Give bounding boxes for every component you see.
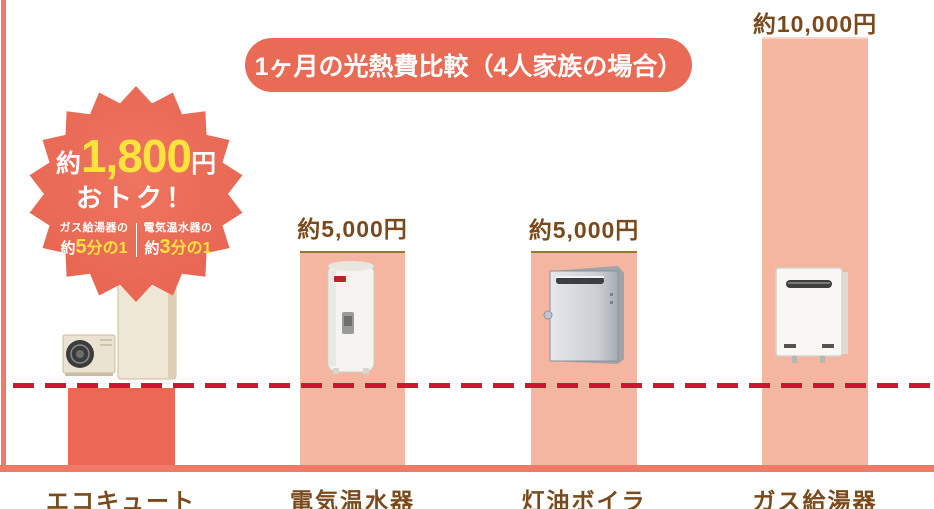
ecocute-product-image <box>62 279 177 380</box>
category-label-kerosene: 灯油ボイラー <box>521 488 647 509</box>
fraction-vs-electric-rest: 分の1 <box>170 240 212 257</box>
x-axis-baseline <box>0 465 934 472</box>
savings-badge-text: 約 1,800 円 おトク！ ガス給湯器の 約 5 分の1 電気温水器の <box>28 86 244 302</box>
electric-water-heater-product-image <box>327 261 375 374</box>
fraction-vs-gas-caption: ガス給湯器の <box>59 222 129 234</box>
fraction-vs-electric-yaku: 約 <box>144 240 160 257</box>
fraction-vs-gas-yaku: 約 <box>60 240 76 257</box>
kerosene-boiler-product-image <box>543 266 624 364</box>
savings-prefix: 約 <box>55 150 81 178</box>
gas-water-heater-product-image <box>775 267 848 363</box>
chart-title: 1ヶ月の光熱費比較（4人家族の場合） <box>245 38 692 92</box>
category-label-ecocute: エコキュート <box>46 488 196 509</box>
savings-otoku-text: おトク！ <box>75 183 196 213</box>
fraction-vs-electric-caption: 電気温水器の <box>143 222 213 234</box>
savings-badge: 約 1,800 円 おトク！ ガス給湯器の 約 5 分の1 電気温水器の <box>28 86 244 302</box>
fraction-vs-gas-rest: 分の1 <box>86 240 128 257</box>
savings-suffix: 円 <box>191 150 217 178</box>
category-label-gas: ガス給湯器 <box>752 488 878 509</box>
savings-fractions: ガス給湯器の 約 5 分の1 電気温水器の 約 3 分の1 <box>53 223 220 257</box>
y-axis-line <box>1 0 6 472</box>
fraction-vs-gas: ガス給湯器の 約 5 分の1 <box>53 222 136 258</box>
fraction-vs-electric: 電気温水器の 約 3 分の1 <box>135 222 220 258</box>
savings-amount-row: 約 1,800 円 <box>56 133 216 179</box>
bar-ecocute <box>68 388 175 465</box>
fraction-vs-gas-number: 5 <box>75 236 87 258</box>
value-label-gas: 約10,000円 <box>752 11 878 37</box>
bar-gas-water-heater <box>762 37 868 465</box>
savings-amount: 1,800 <box>80 130 192 182</box>
dashed-reference-line <box>13 383 934 388</box>
starburst-icon <box>29 86 243 302</box>
value-label-kerosene: 約5,000円 <box>528 217 640 243</box>
category-label-electric: 電気温水器 <box>290 488 415 509</box>
value-label-electric: 約5,000円 <box>297 216 408 242</box>
fraction-vs-electric-number: 3 <box>159 236 171 258</box>
